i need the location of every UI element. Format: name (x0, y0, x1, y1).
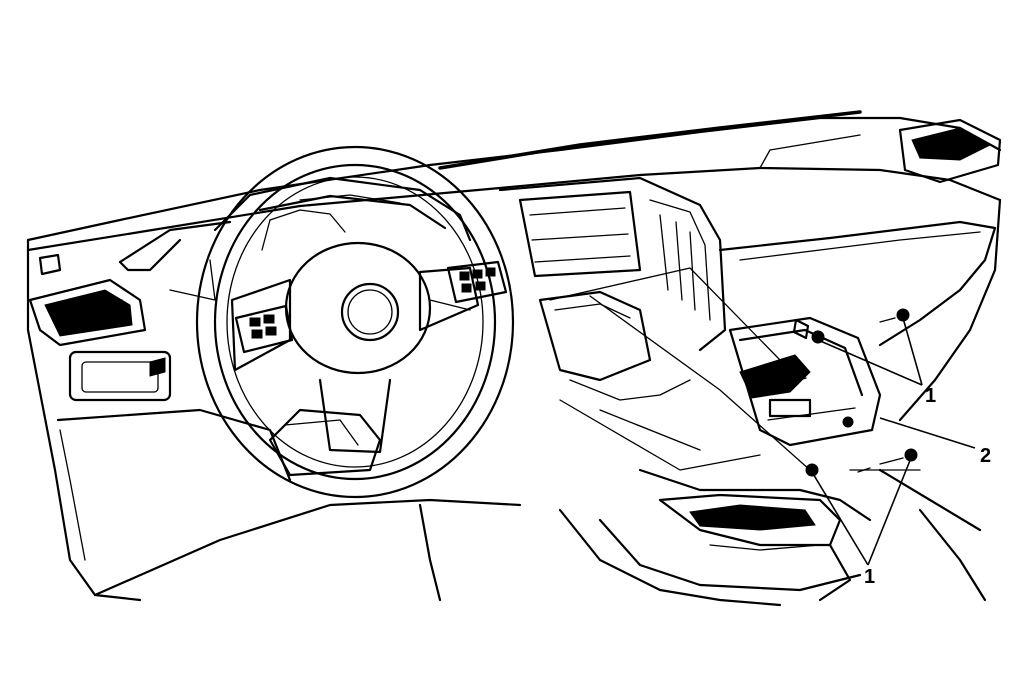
fastener-lower-right (904, 448, 918, 462)
radio-module (728, 316, 882, 447)
fasteners (805, 308, 918, 477)
fastener-upper-right (896, 308, 910, 322)
callout-1-lower: 1 (864, 566, 875, 588)
locator-lines (549, 267, 811, 471)
left-dash-end (26, 238, 147, 602)
center-stack-opening (498, 176, 727, 401)
dashboard-top (26, 110, 1002, 272)
fastener-lower-left (805, 463, 819, 477)
callout-1-upper: 1 (925, 385, 936, 407)
module-vent-grille (739, 354, 811, 399)
steering-wheel (195, 145, 515, 499)
instrument-cluster (169, 176, 472, 311)
right-wheel-controls (446, 260, 508, 304)
callout-2: 2 (980, 445, 991, 467)
callout-leaders (811, 317, 976, 566)
fastener-upper-left (811, 330, 825, 344)
steering-column-base (268, 408, 382, 477)
center-console (558, 468, 872, 607)
leader-2 (879, 417, 976, 449)
leader-1-lower-a (867, 457, 912, 566)
lower-dash-panel (56, 408, 522, 602)
left-wheel-controls (234, 304, 294, 354)
leader-1-upper-a (902, 317, 923, 386)
leader-1-upper-b (817, 339, 923, 386)
leader-1-lower-b (811, 471, 869, 566)
right-air-vent (898, 118, 1002, 184)
left-switch-opening (68, 350, 172, 402)
right-dash-panel (718, 198, 1002, 602)
